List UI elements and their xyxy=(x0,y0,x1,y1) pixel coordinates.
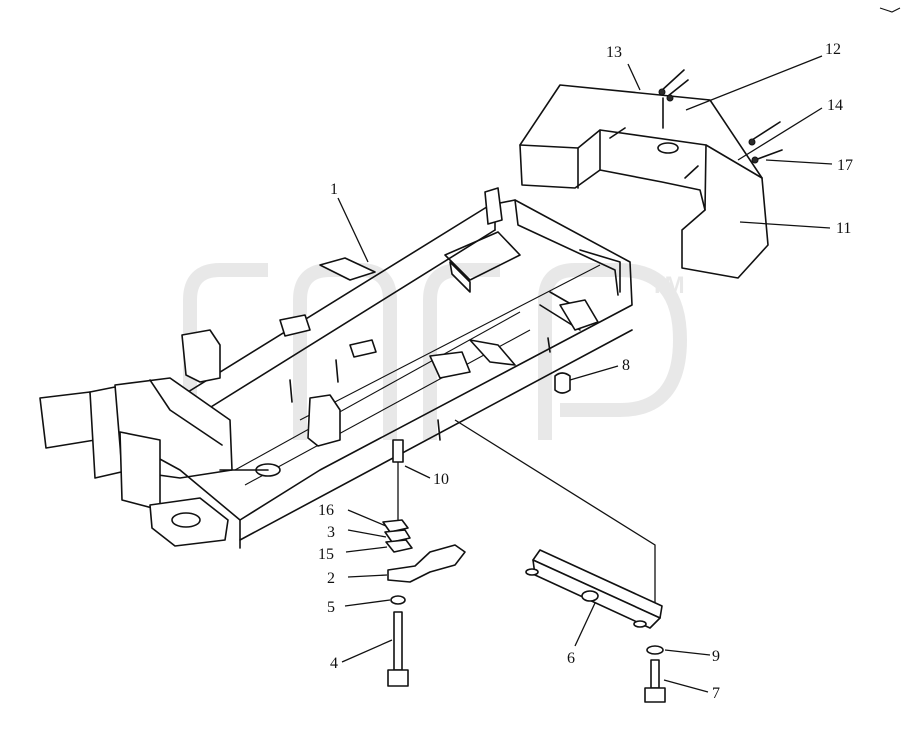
callout-16: 16 xyxy=(318,502,334,519)
callout-17: 17 xyxy=(837,157,853,174)
callout-1: 1 xyxy=(330,181,338,198)
rear-support-bracket xyxy=(525,549,663,629)
callout-5: 5 xyxy=(327,599,335,616)
short-bolt-assembly xyxy=(644,645,666,703)
callout-12: 12 xyxy=(825,41,841,58)
callout-13: 13 xyxy=(606,44,622,61)
callout-3: 3 xyxy=(327,524,335,541)
watermark-logo: TM xyxy=(183,263,688,440)
callout-10: 10 xyxy=(433,471,449,488)
leader-lines xyxy=(337,55,833,693)
callout-9: 9 xyxy=(712,648,720,665)
callout-labels: 1 2 3 4 5 6 7 8 9 10 11 12 13 14 15 16 1… xyxy=(318,41,853,702)
callout-2: 2 xyxy=(327,570,335,587)
callout-14: 14 xyxy=(827,97,843,114)
watermark-trademark: TM xyxy=(650,272,685,299)
callout-11: 11 xyxy=(836,220,851,237)
main-frame xyxy=(39,187,656,610)
corner-mark xyxy=(879,7,901,13)
callout-4: 4 xyxy=(330,655,338,672)
clamp-and-shims xyxy=(382,519,466,583)
callout-8: 8 xyxy=(622,357,630,374)
counterweight-bolts xyxy=(658,69,783,164)
callout-15: 15 xyxy=(318,546,334,563)
callout-6: 6 xyxy=(567,650,575,667)
long-bolt-assembly xyxy=(387,595,409,687)
callout-7: 7 xyxy=(712,685,720,702)
counterweight xyxy=(519,84,769,279)
